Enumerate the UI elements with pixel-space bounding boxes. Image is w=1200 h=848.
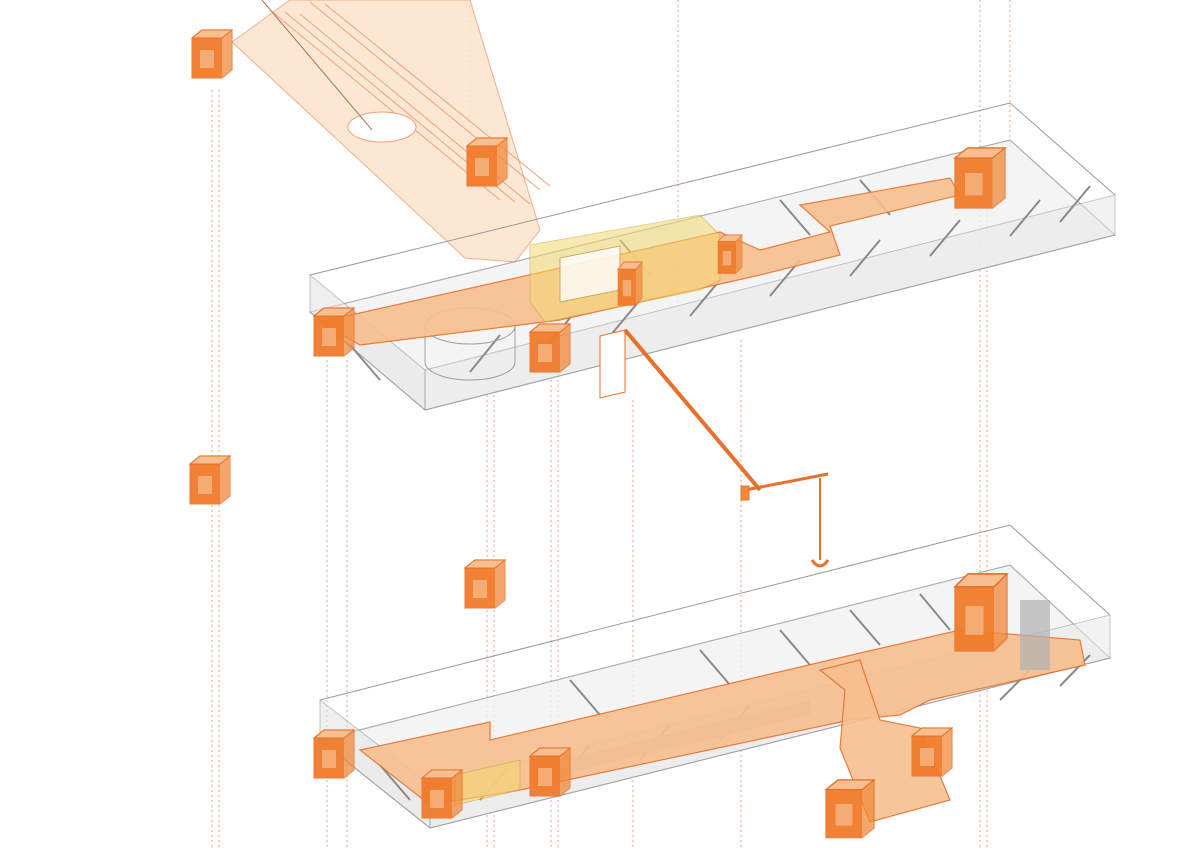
service-box <box>421 769 463 819</box>
service-box <box>954 573 1008 652</box>
crane-arm <box>623 328 830 568</box>
service-box <box>617 261 643 306</box>
floating-box <box>464 559 506 609</box>
service-box <box>466 137 508 187</box>
service-box <box>313 729 355 779</box>
service-box <box>911 727 953 777</box>
service-box <box>954 147 1006 209</box>
lower-extension <box>818 659 951 823</box>
service-box <box>191 29 233 79</box>
floating-box <box>189 455 231 505</box>
service-box <box>717 234 743 274</box>
service-box <box>529 747 571 797</box>
service-box <box>529 323 571 373</box>
service-box <box>825 779 875 839</box>
service-box <box>313 307 355 357</box>
sloped-ramp <box>231 0 551 263</box>
ramp-opening <box>347 111 417 143</box>
